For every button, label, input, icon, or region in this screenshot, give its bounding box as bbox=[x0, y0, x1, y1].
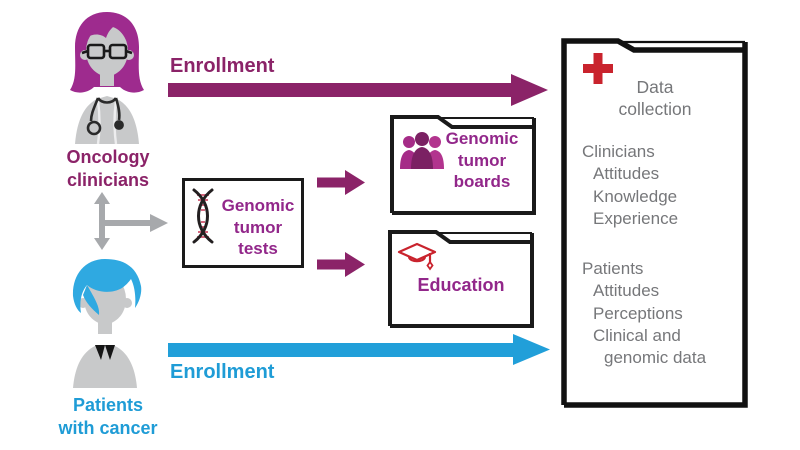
patients-section-header: Patients bbox=[582, 259, 644, 279]
data-collection-title-line1: Data bbox=[636, 77, 674, 97]
patients-item: Clinical and bbox=[593, 326, 681, 346]
tests-label-line2: tumor bbox=[233, 217, 283, 237]
clinician-fringe bbox=[87, 21, 118, 38]
medical-cross-icon bbox=[583, 53, 613, 84]
clinician-enrollment-label: Enrollment bbox=[170, 55, 275, 77]
tests-to-boards-arrow bbox=[317, 170, 365, 195]
tests-label-line3: tests bbox=[238, 239, 278, 258]
patients-with-cancer-label: Patients with cancer bbox=[28, 394, 188, 440]
patients-label-line1: Patients bbox=[72, 395, 144, 415]
clinicians-item: Knowledge bbox=[593, 186, 678, 206]
team-icon bbox=[400, 132, 444, 169]
patient-hair bbox=[72, 259, 142, 313]
patients-item: genomic data bbox=[604, 348, 707, 368]
genomic-tumor-tests-box bbox=[182, 178, 304, 268]
boards-label-line3: boards bbox=[453, 172, 511, 191]
patients-item: Attitudes bbox=[593, 281, 660, 301]
clinicians-item: Experience bbox=[593, 208, 679, 228]
tests-label-line1: Genomic bbox=[221, 196, 295, 215]
clinicians-item: Attitudes bbox=[593, 164, 660, 184]
clinicians-section-header: Clinicians bbox=[582, 142, 655, 161]
data-collection-list: Clinicians Attitudes Knowledge Experienc… bbox=[582, 141, 740, 370]
clinician-enrollment-arrow bbox=[168, 74, 548, 106]
patient-avatar bbox=[72, 259, 142, 388]
female-clinician-avatar bbox=[70, 12, 144, 144]
stethoscope-icon bbox=[86, 97, 124, 136]
boards-label-line1: Genomic bbox=[445, 129, 519, 148]
data-collection-title: Data collection bbox=[565, 76, 745, 120]
patient-collar bbox=[95, 345, 115, 360]
glasses-icon bbox=[81, 43, 133, 60]
data-collection-folder bbox=[561, 38, 748, 408]
graduation-cap-icon bbox=[397, 242, 437, 271]
patients-label-line2: with cancer bbox=[58, 418, 158, 438]
patient-enrollment-label: Enrollment bbox=[170, 361, 275, 383]
dna-icon bbox=[192, 188, 214, 244]
boards-label-line2: tumor bbox=[457, 150, 507, 170]
patient-body bbox=[73, 345, 137, 388]
patient-enrollment-arrow bbox=[168, 334, 550, 365]
tests-to-education-arrow bbox=[317, 252, 365, 277]
genomic-tumor-tests-label: Genomic tumor tests bbox=[214, 195, 302, 260]
oncology-label-line1: Oncology bbox=[66, 147, 150, 167]
interaction-arrows-icon bbox=[94, 192, 168, 250]
education-label: Education bbox=[417, 275, 505, 295]
oncology-label-line2: clinicians bbox=[66, 170, 150, 190]
section-gap bbox=[582, 230, 740, 258]
data-collection-title-line2: collection bbox=[618, 99, 692, 119]
patients-item: Perceptions bbox=[593, 303, 683, 323]
genomic-tumor-boards-label: Genomic tumor boards bbox=[433, 128, 531, 193]
oncology-clinicians-label: Oncology clinicians bbox=[38, 146, 178, 192]
